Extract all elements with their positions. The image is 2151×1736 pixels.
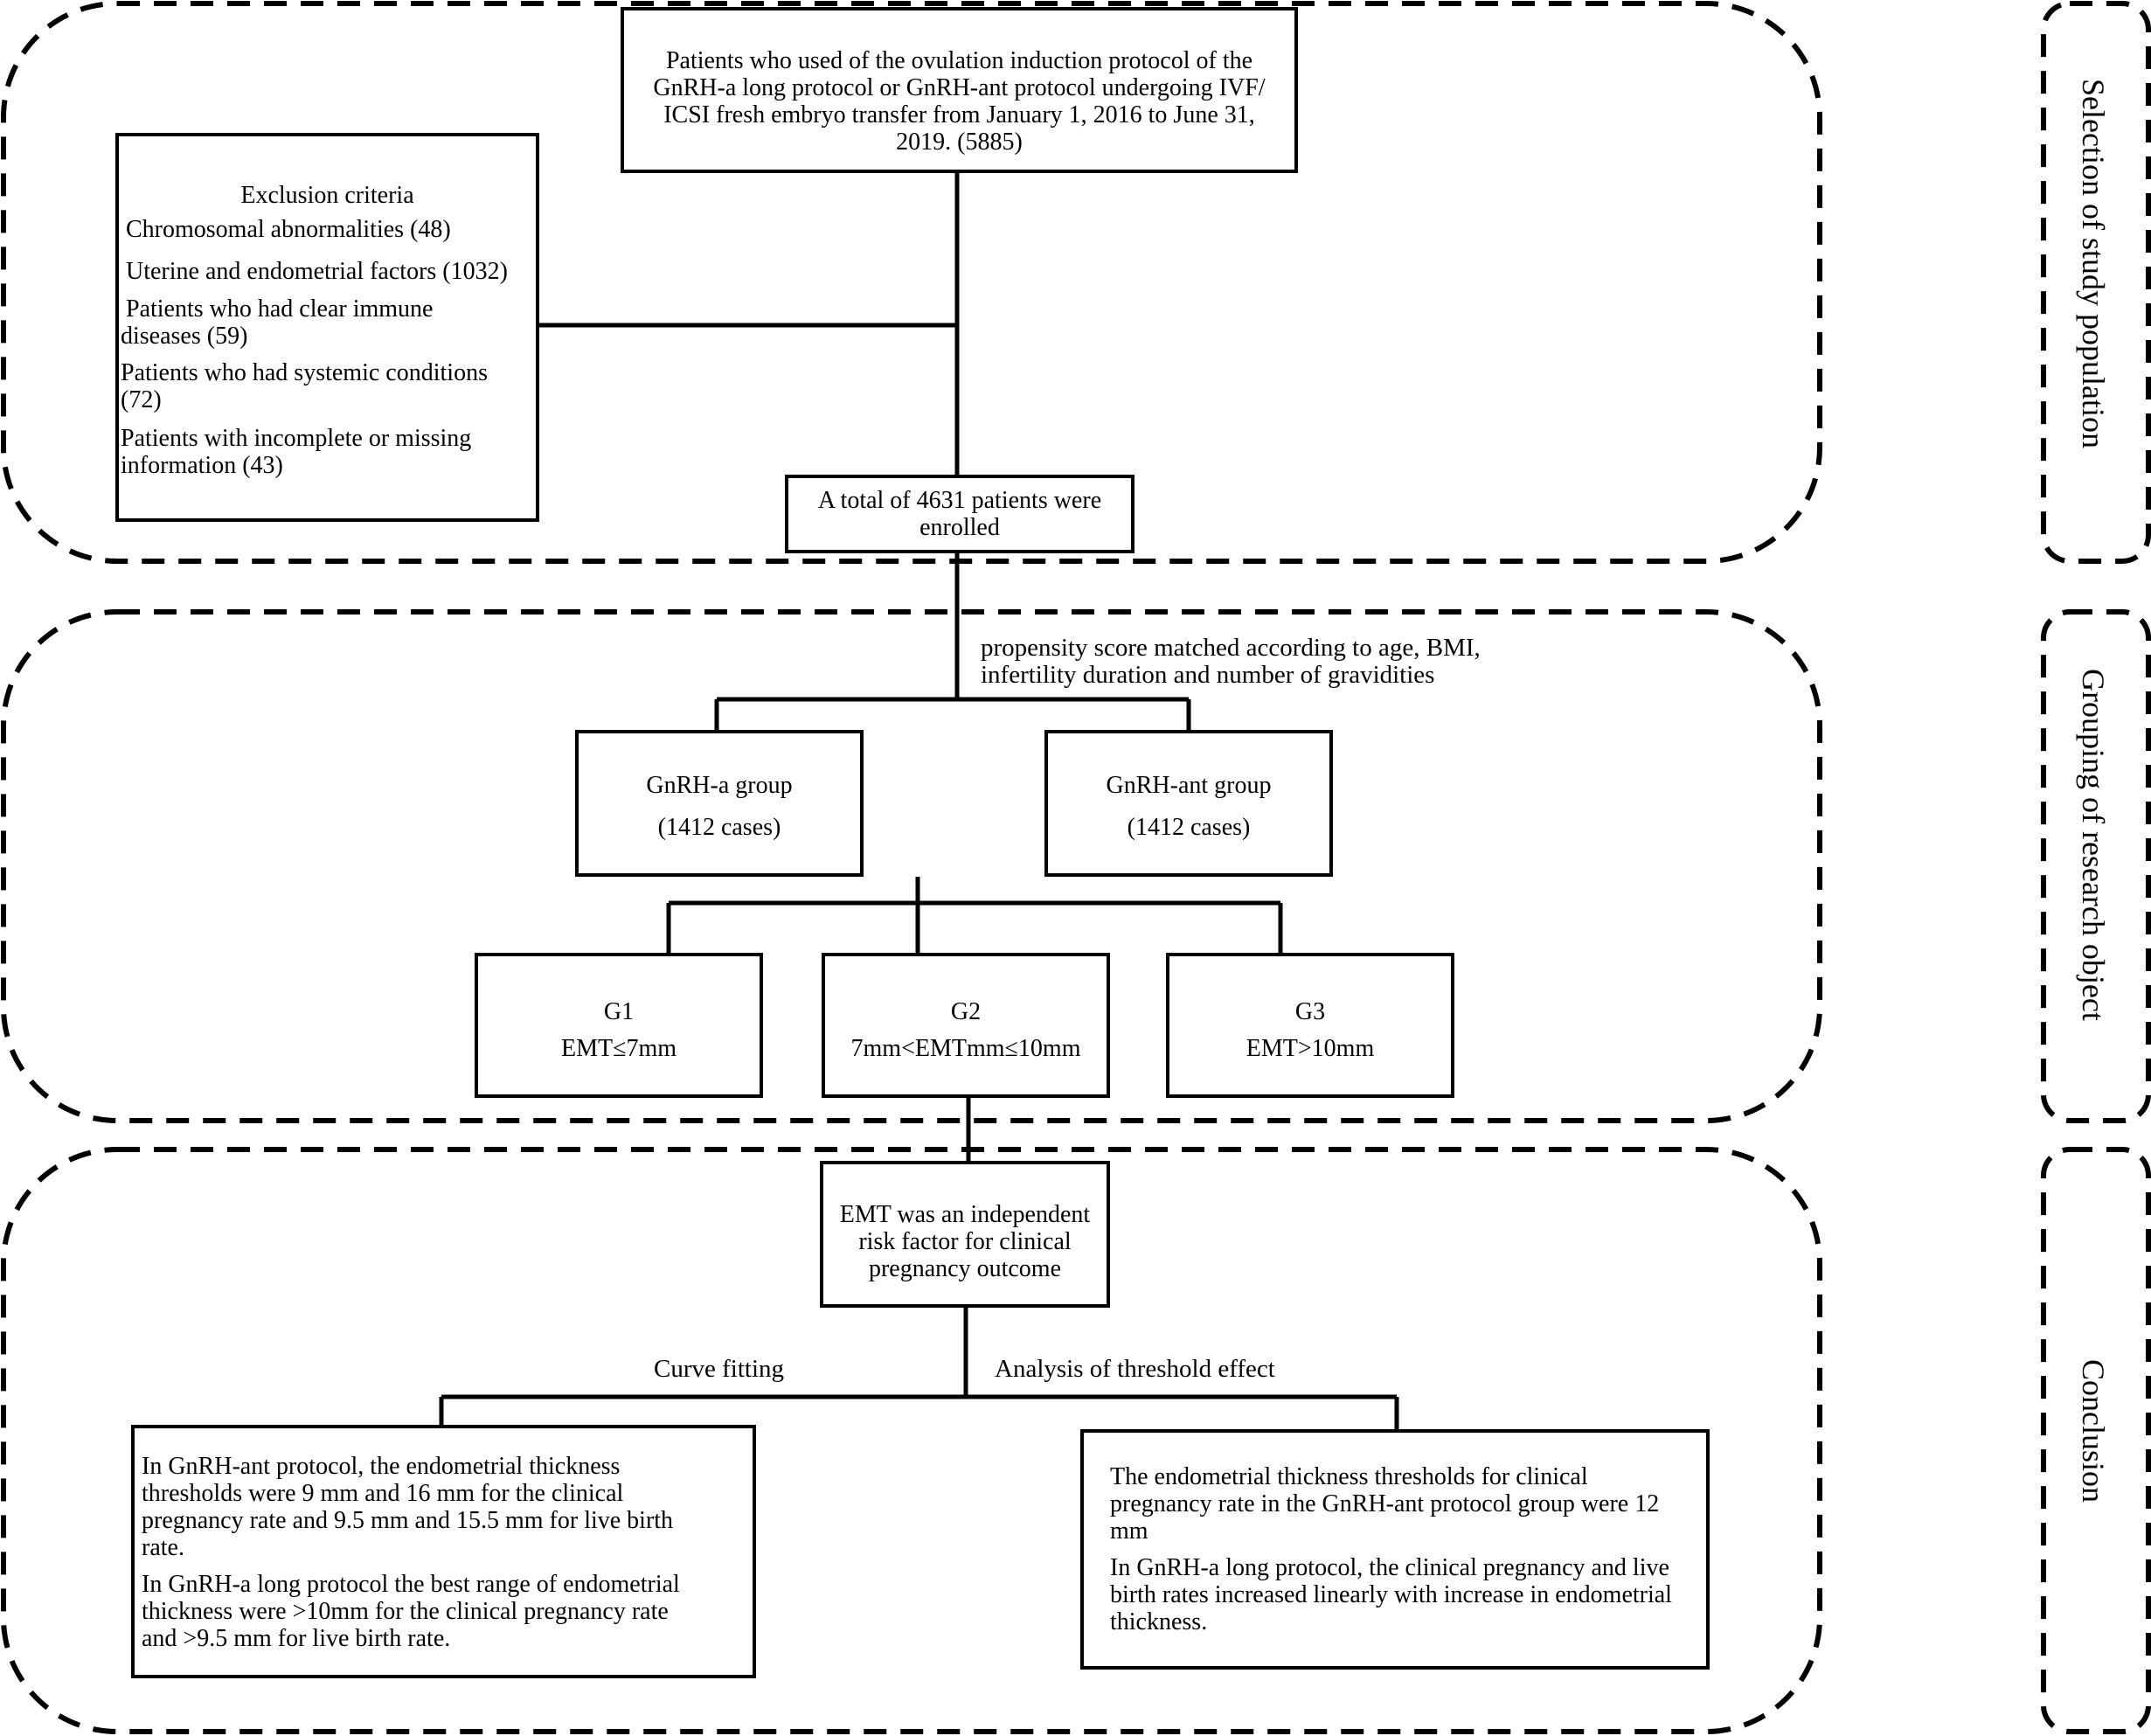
threshold-line-5: birth rates increased linearly with incr…	[1110, 1581, 1672, 1608]
enrolled-line-1: A total of 4631 patients were	[817, 487, 1102, 514]
exclusion-item-1: Chromosomal abnormalities (48)	[126, 216, 451, 243]
gnrhant-group-box: GnRH-ant group (1412 cases)	[1044, 730, 1333, 877]
curve-fitting-line-7: and >9.5 mm for live birth rate.	[142, 1625, 451, 1652]
study-population-box: Patients who used of the ovulation induc…	[621, 7, 1298, 173]
g2-range: 7mm<EMTmm≤10mm	[850, 1035, 1081, 1062]
g2-name: G2	[950, 998, 982, 1025]
study-population-line-4: 2019. (5885)	[896, 128, 1023, 156]
emt-line-2: risk factor for clinical	[858, 1228, 1072, 1255]
exclusion-item-4a: Patients who had systemic conditions	[121, 359, 488, 386]
gnrhant-group-name: GnRH-ant group	[1106, 772, 1272, 799]
gnrha-group-name: GnRH-a group	[646, 772, 793, 799]
g3-box: G3 EMT>10mm	[1166, 953, 1454, 1098]
study-population-line-3: ICSI fresh embryo transfer from January …	[663, 101, 1255, 128]
side-label-grouping: Grouping of research object	[2076, 669, 2111, 1021]
study-population-line-1: Patients who used of the ovulation induc…	[665, 47, 1253, 74]
propensity-label-line-2: infertility duration and number of gravi…	[981, 661, 1435, 689]
side-label-conclusion: Conclusion	[2076, 1359, 2111, 1503]
exclusion-item-5b: information (43)	[121, 452, 283, 479]
threshold-effect-label: Analysis of threshold effect	[995, 1355, 1275, 1383]
curve-fitting-label: Curve fitting	[654, 1355, 785, 1383]
g3-name: G3	[1294, 998, 1326, 1025]
exclusion-title: Exclusion criteria	[240, 182, 414, 209]
curve-fitting-line-3: pregnancy rate and 9.5 mm and 15.5 mm fo…	[142, 1507, 674, 1534]
exclusion-item-4b: (72)	[121, 386, 162, 413]
grouping-section-frame	[1, 609, 1822, 1123]
side-label-selection: Selection of study population	[2076, 79, 2111, 448]
curve-fitting-line-1: In GnRH-ant protocol, the endometrial th…	[142, 1453, 621, 1480]
g1-range: EMT≤7mm	[560, 1035, 677, 1062]
g1-box: G1 EMT≤7mm	[475, 953, 763, 1098]
emt-risk-factor-box: EMT was an independent risk factor for c…	[820, 1161, 1110, 1308]
conclusion-section-frame	[1, 1147, 1822, 1734]
curve-fitting-line-6: thickness were >10mm for the clinical pr…	[142, 1598, 669, 1625]
enrolled-line-2: enrolled	[919, 514, 1000, 541]
exclusion-item-3b: diseases (59)	[121, 323, 248, 350]
g3-range: EMT>10mm	[1245, 1035, 1375, 1062]
curve-fitting-line-5: In GnRH-a long protocol the best range o…	[142, 1571, 680, 1598]
propensity-label-line-1: propensity score matched according to ag…	[981, 634, 1481, 662]
exclusion-item-5a: Patients with incomplete or missing	[121, 425, 472, 452]
selection-side-frame	[2041, 1, 2151, 564]
threshold-result-box: The endometrial thickness thresholds for…	[1080, 1429, 1710, 1670]
threshold-line-1: The endometrial thickness thresholds for…	[1110, 1463, 1588, 1490]
gnrha-group-box: GnRH-a group (1412 cases)	[575, 730, 864, 877]
curve-fitting-line-2: thresholds were 9 mm and 16 mm for the c…	[142, 1480, 624, 1507]
threshold-line-6: thickness.	[1110, 1608, 1208, 1635]
gnrhant-group-count: (1412 cases)	[1127, 814, 1251, 841]
emt-line-3: pregnancy outcome	[868, 1255, 1062, 1282]
exclusion-item-3a: Patients who had clear immune	[126, 295, 434, 323]
g2-box: G2 7mm<EMTmm≤10mm	[822, 953, 1110, 1098]
emt-line-1: EMT was an independent	[839, 1201, 1091, 1228]
exclusion-item-2: Uterine and endometrial factors (1032)	[126, 258, 508, 285]
threshold-line-4: In GnRH-a long protocol, the clinical pr…	[1110, 1554, 1669, 1581]
exclusion-criteria-box: Exclusion criteria Chromosomal abnormali…	[115, 133, 539, 522]
threshold-line-2: pregnancy rate in the GnRH-ant protocol …	[1110, 1490, 1660, 1517]
gnrha-group-count: (1412 cases)	[657, 814, 781, 841]
study-population-line-2: GnRH-a long protocol or GnRH-ant protoco…	[653, 74, 1266, 101]
g1-name: G1	[603, 998, 635, 1025]
enrolled-box: A total of 4631 patients were enrolled	[785, 475, 1134, 553]
curve-fitting-line-4: rate.	[142, 1534, 184, 1561]
threshold-line-3: mm	[1110, 1517, 1148, 1545]
curve-fitting-result-box: In GnRH-ant protocol, the endometrial th…	[131, 1425, 756, 1678]
